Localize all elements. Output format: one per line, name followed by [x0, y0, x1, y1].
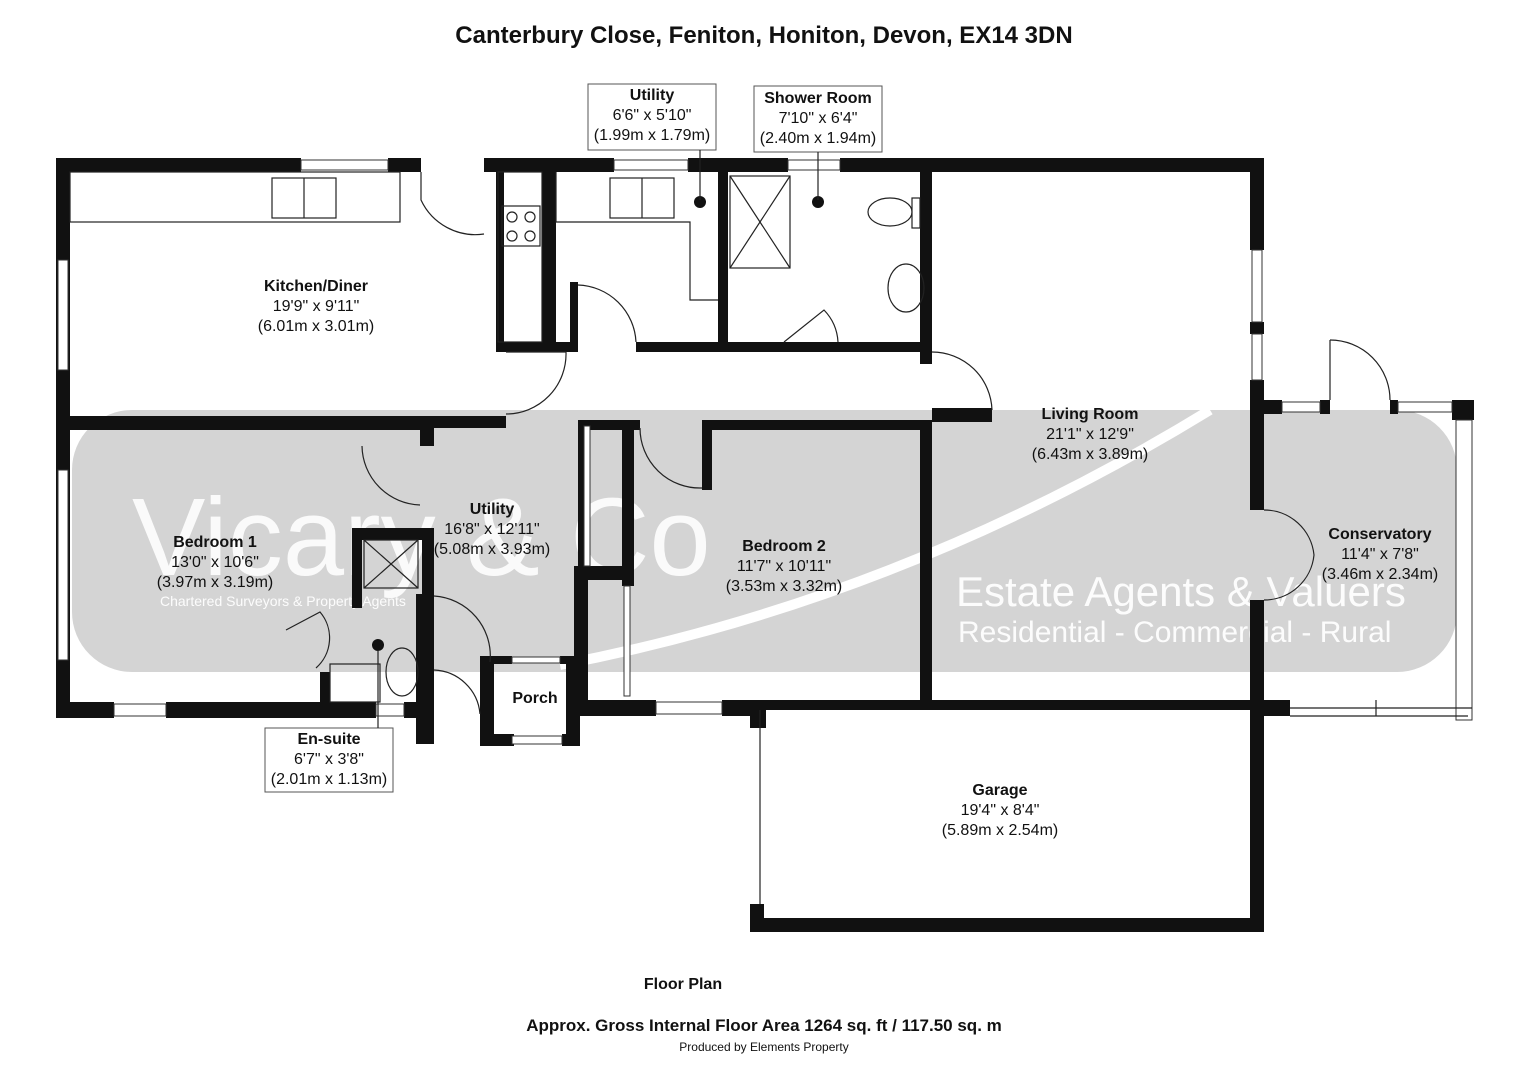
room-dim-imperial: 21'1" x 12'9" [1046, 426, 1134, 443]
floor-plan-label: Floor Plan [644, 976, 722, 993]
room-dim-imperial: 19'9" x 9'11" [273, 298, 360, 315]
room-dim-imperial: 6'7" x 3'8" [294, 751, 364, 768]
toilet [867, 197, 913, 227]
room-dim-imperial: 19'4" x 8'4" [961, 802, 1040, 819]
room-name: Living Room [1042, 406, 1139, 423]
shower-point-icon [812, 196, 824, 208]
utility-point-icon [694, 196, 706, 208]
room-dim-metric: (2.40m x 1.94m) [760, 130, 876, 147]
watermark-swoosh [559, 405, 1213, 670]
basin [887, 263, 925, 313]
room-porch: Porch [512, 690, 557, 707]
room-dim-imperial: 16'8" x 12'11" [444, 521, 539, 538]
room-dim-imperial: 11'4" x 7'8" [1341, 546, 1419, 563]
ensuite-toilet [385, 647, 419, 697]
shower-tray [729, 175, 791, 269]
room-name: En-suite [297, 731, 360, 748]
room-name: Shower Room [764, 90, 872, 107]
room-conservatory: Conservatory 11'4" x 7'8" (3.46m x 2.34m… [1322, 526, 1438, 583]
room-name: Porch [512, 690, 557, 707]
ensuite-point-icon [372, 639, 384, 651]
room-dim-metric: (5.08m x 3.93m) [434, 541, 550, 558]
room-bedroom2: Bedroom 2 11'7" x 10'11" (3.53m x 3.32m) [726, 538, 842, 595]
room-dim-metric: (5.89m x 2.54m) [942, 822, 1058, 839]
windows [57, 159, 1473, 904]
room-dim-imperial: 11'7" x 10'11" [737, 558, 831, 575]
room-utility-top: Utility 6'6" x 5'10" (1.99m x 1.79m) [587, 83, 717, 200]
room-dim-metric: (6.43m x 3.89m) [1032, 446, 1148, 463]
floor-area: Approx. Gross Internal Floor Area 1264 s… [526, 1016, 1002, 1035]
room-dim-imperial: 6'6" x 5'10" [613, 107, 692, 124]
doors [285, 172, 1391, 715]
room-name: Utility [630, 87, 675, 104]
room-dim-metric: (3.53m x 3.32m) [726, 578, 842, 595]
room-ensuite: En-suite 6'7" x 3'8" (2.01m x 1.13m) [264, 650, 394, 793]
watermark-line2: Residential - Commercial - Rural [958, 616, 1391, 649]
room-dim-metric: (1.99m x 1.79m) [594, 127, 710, 144]
label-box [264, 727, 394, 793]
room-name: Bedroom 2 [742, 538, 826, 555]
fixtures [69, 171, 925, 703]
room-shower: Shower Room 7'10" x 6'4" (2.40m x 1.94m) [753, 85, 883, 200]
watermark-line1: Estate Agents & Valuers [956, 568, 1406, 615]
room-dim-imperial: 7'10" x 6'4" [779, 110, 858, 127]
room-labels: Kitchen/Diner 19'9" x 9'11" (6.01m x 3.0… [157, 83, 1438, 839]
hob [501, 205, 541, 247]
room-dim-imperial: 13'0" x 10'6" [171, 554, 259, 571]
credit: Produced by Elements Property [679, 1040, 848, 1054]
room-name: Utility [470, 501, 515, 518]
label-box [587, 83, 717, 151]
room-living: Living Room 21'1" x 12'9" (6.43m x 3.89m… [1032, 406, 1148, 463]
room-dim-metric: (6.01m x 3.01m) [258, 318, 374, 335]
room-name: Conservatory [1328, 526, 1431, 543]
room-name: Kitchen/Diner [264, 278, 368, 295]
room-garage: Garage 19'4" x 8'4" (5.89m x 2.54m) [942, 782, 1058, 839]
room-dim-metric: (3.46m x 2.34m) [1322, 566, 1438, 583]
room-kitchen: Kitchen/Diner 19'9" x 9'11" (6.01m x 3.0… [258, 278, 374, 335]
watermark-tagline: Chartered Surveyors & Property Agents [160, 593, 406, 609]
room-dim-metric: (3.97m x 3.19m) [157, 574, 273, 591]
room-name: Bedroom 1 [173, 534, 257, 551]
room-name: Garage [972, 782, 1027, 799]
room-utility-mid: Utility 16'8" x 12'11" (5.08m x 3.93m) [434, 501, 550, 558]
ensuite-basin [329, 663, 381, 703]
property-address: Canterbury Close, Feniton, Honiton, Devo… [455, 22, 1072, 49]
room-dim-metric: (2.01m x 1.13m) [271, 771, 387, 788]
room-bedroom1: Bedroom 1 13'0" x 10'6" (3.97m x 3.19m) [157, 534, 273, 591]
footer: Floor Plan Approx. Gross Internal Floor … [526, 976, 1002, 1054]
ensuite-shower [363, 539, 419, 589]
